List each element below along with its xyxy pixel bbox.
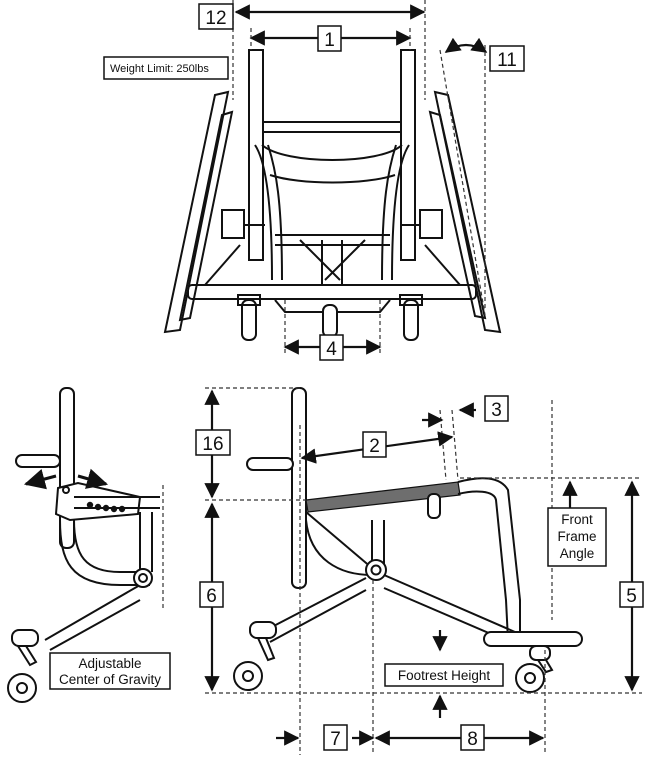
label-box-6: 6 — [199, 581, 224, 608]
cog-arrows — [23, 468, 109, 490]
cog-detail-view — [7, 387, 160, 703]
label-1: 1 — [324, 30, 335, 51]
front-frame-angle-line1: Front — [561, 512, 593, 527]
side-view-wheelchair — [233, 387, 583, 693]
label-box-16: 16 — [195, 429, 231, 456]
label-box-1: 1 — [317, 25, 342, 52]
label-box-2: 2 — [362, 431, 387, 458]
label-16: 16 — [202, 434, 223, 455]
label-box-12: 12 — [198, 3, 234, 30]
side-view-extension-lines — [205, 387, 642, 755]
label-5: 5 — [626, 586, 637, 607]
label-box-11: 11 — [489, 45, 525, 72]
adjustable-cog-line2: Center of Gravity — [59, 672, 161, 687]
label-4: 4 — [326, 339, 337, 360]
front-frame-angle-line2: Frame — [557, 529, 596, 544]
label-8: 8 — [467, 729, 478, 750]
front-frame-angle-box: Front Frame Angle — [547, 507, 607, 567]
label-box-3: 3 — [484, 395, 509, 422]
footrest-height-text: Footrest Height — [398, 668, 491, 683]
weight-limit-text: Weight Limit: 250lbs — [110, 63, 209, 75]
adjustable-cog-line1: Adjustable — [78, 656, 141, 671]
dim-11-arrow — [444, 37, 488, 53]
adjustable-cog-box: Adjustable Center of Gravity — [49, 652, 171, 690]
label-7: 7 — [330, 729, 341, 750]
front-frame-angle-line3: Angle — [560, 546, 595, 561]
footrest-height-box: Footrest Height — [384, 663, 504, 687]
label-6: 6 — [206, 586, 217, 607]
label-2: 2 — [369, 436, 380, 457]
front-view-extension-lines — [232, 0, 486, 355]
label-box-4: 4 — [319, 334, 344, 361]
label-box-8: 8 — [460, 724, 485, 751]
front-view-wheelchair — [163, 49, 502, 341]
label-12: 12 — [205, 8, 226, 29]
label-3: 3 — [491, 400, 502, 421]
label-box-7: 7 — [323, 724, 348, 751]
label-box-5: 5 — [619, 581, 644, 608]
label-11: 11 — [497, 50, 517, 71]
weight-limit-box: Weight Limit: 250lbs — [103, 56, 229, 80]
